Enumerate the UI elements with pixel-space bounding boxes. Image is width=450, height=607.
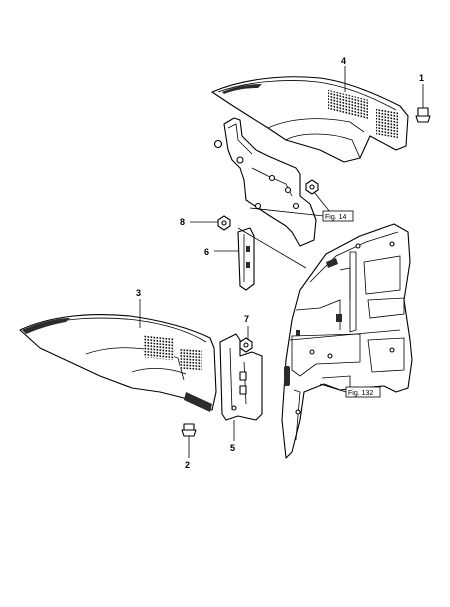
nut-7	[239, 337, 253, 353]
mount-bracket-5	[219, 333, 263, 421]
nut-upper	[305, 179, 319, 195]
floor-panel	[281, 223, 413, 459]
callout-5: 5	[230, 443, 235, 453]
upper-bracket	[213, 117, 317, 247]
callout-7: 7	[244, 314, 249, 324]
fig14-ref: Fig. 14	[325, 214, 347, 221]
mount-bracket-6	[237, 227, 255, 291]
fig14-ref-box	[322, 210, 354, 222]
leader-lines	[139, 66, 424, 458]
fig132-ref: Fig. 132	[348, 390, 373, 397]
nut-8	[217, 215, 231, 231]
callout-4: 4	[341, 56, 346, 66]
callout-3: 3	[136, 288, 141, 298]
fig132-ref-box	[345, 386, 381, 398]
bolt-2	[181, 423, 197, 437]
callout-1: 1	[419, 73, 424, 83]
bolt-1	[415, 107, 431, 123]
callout-6: 6	[204, 247, 209, 257]
callout-8: 8	[180, 217, 185, 227]
upper-fender	[211, 76, 409, 163]
callout-2: 2	[185, 460, 190, 470]
lower-fender	[19, 314, 217, 412]
